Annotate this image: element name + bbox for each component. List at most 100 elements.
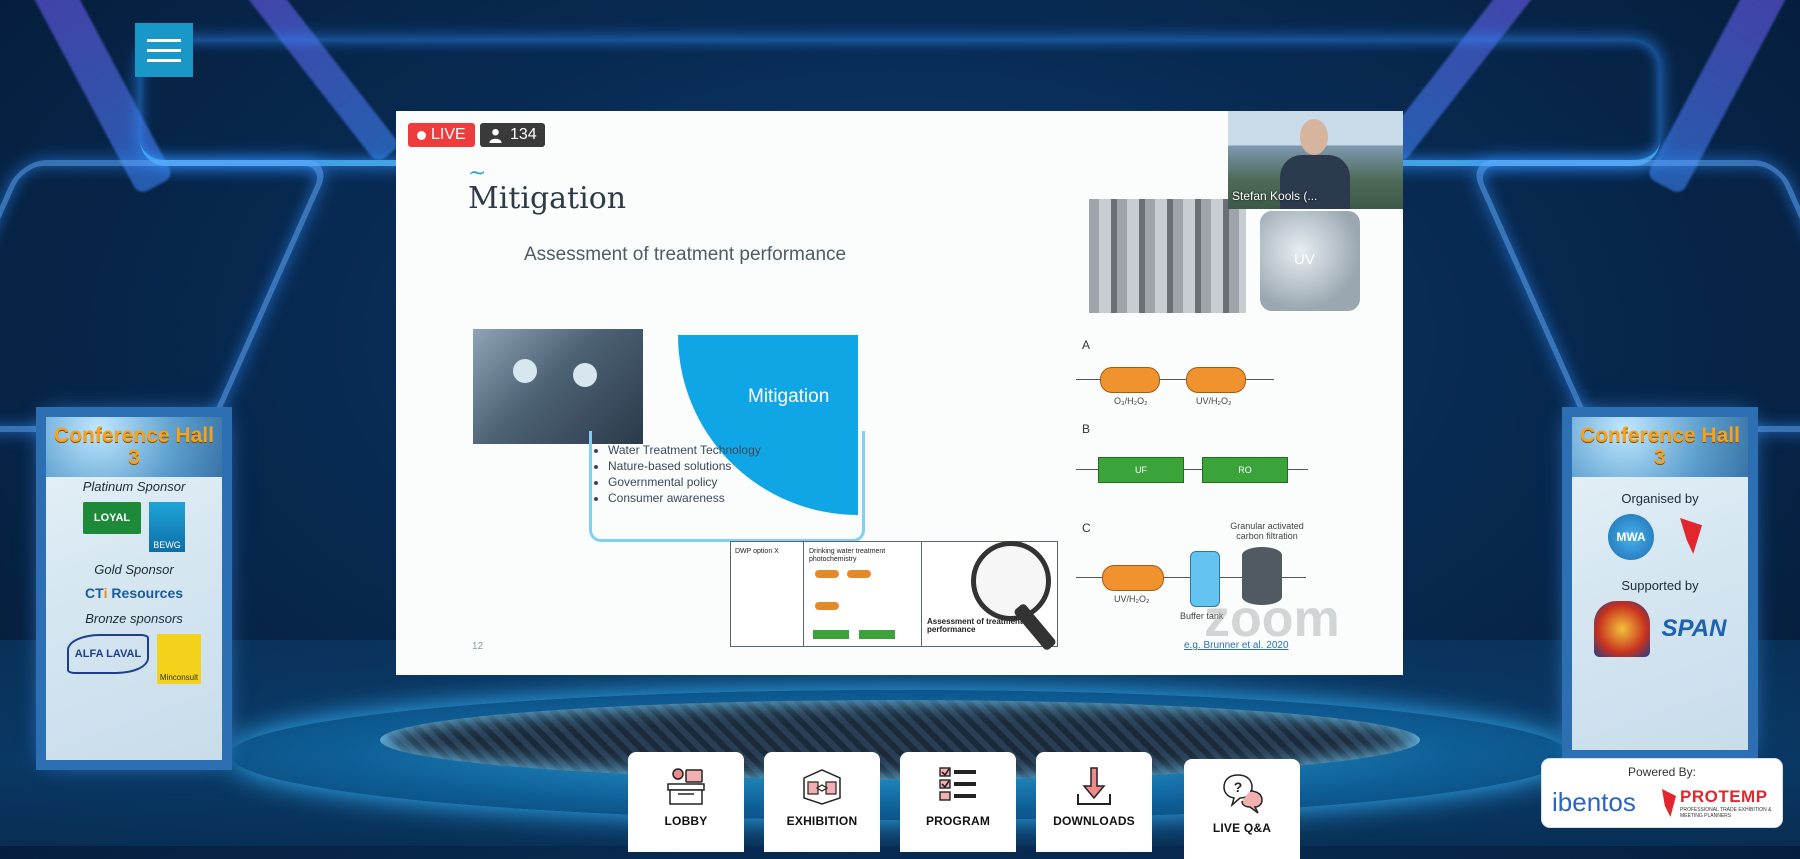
viewer-count: 134 [510, 126, 537, 143]
process-unit-label: O₃/H₂O₂ [1114, 396, 1148, 406]
cti-logo-text: i [103, 585, 108, 601]
protemp-logo[interactable] [1672, 514, 1712, 560]
live-label: LIVE [431, 126, 466, 143]
flow-text: DWP option X [735, 548, 779, 555]
flow-text: Drinking water treatment photochemistry [809, 548, 886, 563]
slide-photo-workers [473, 329, 643, 444]
powered-by-title: Powered By: [1627, 765, 1697, 779]
government-crest-logo[interactable] [1593, 601, 1650, 657]
magnifier-icon [971, 541, 1051, 621]
loyal-logo[interactable]: LOYAL [83, 502, 141, 534]
process-c-label: C [1082, 521, 1091, 535]
protemp-logo[interactable]: PROTEMP PROFESSIONAL TRADE EXHIBITION & … [1662, 787, 1774, 823]
nav-label: LOBBY [664, 814, 708, 828]
banner-decoration [46, 417, 222, 477]
live-dot-icon [417, 130, 426, 140]
bewg-logo[interactable]: BEWG [149, 502, 185, 552]
slide-bullet: Governmental policy [608, 474, 761, 490]
process-unit [1102, 565, 1164, 591]
cti-resources-logo[interactable]: CTi Resources [85, 585, 183, 601]
flow-unit [813, 630, 849, 639]
uv-label: UV [1294, 251, 1315, 268]
process-unit-label: Buffer tank [1180, 611, 1224, 621]
download-icon [1077, 767, 1111, 805]
live-video-player[interactable]: ~ Mitigation Assessment of treatment per… [396, 111, 1403, 675]
process-granular-label: Granular activated carbon filtration [1230, 521, 1304, 541]
left-sponsor-banner: Conference Hall 3 Platinum Sponsor LOYAL… [46, 417, 222, 760]
speaker-head [1300, 119, 1328, 155]
speaker-name: Stefan Kools (... [1232, 189, 1318, 203]
gold-sponsor-label: Gold Sponsor [94, 562, 174, 577]
flow-stage-input: DWP option X [731, 542, 804, 646]
platinum-sponsor-label: Platinum Sponsor [82, 479, 186, 494]
banner-title: Conference Hall 3 [54, 424, 214, 469]
alfa-laval-logo[interactable]: ALFA LAVAL [67, 634, 149, 674]
nav-label: DOWNLOADS [1053, 814, 1135, 828]
nav-label: EXHIBITION [786, 814, 858, 828]
flow-unit [859, 630, 895, 639]
zoom-watermark: zoom [1204, 590, 1340, 648]
process-line [1076, 379, 1274, 380]
slide-mitigation-label: Mitigation [748, 386, 830, 407]
cti-logo-text: Resources [107, 585, 184, 601]
speaker-camera-thumbnail[interactable]: Stefan Kools (... [1228, 111, 1403, 209]
speaker-body [1280, 155, 1350, 209]
right-organiser-banner: Conference Hall 3 Organised by MWA Suppo… [1572, 417, 1748, 750]
organised-by-label: Organised by [1621, 491, 1699, 506]
flow-unit [847, 570, 871, 578]
process-unit [1190, 551, 1220, 607]
process-unit: UF [1098, 457, 1184, 483]
ibentos-logo[interactable]: ibentos [1552, 787, 1636, 817]
nav-label: LIVE Q&A [1212, 821, 1272, 835]
flow-text: Assessment of treatment performance [927, 617, 1023, 634]
hamburger-icon-bar [147, 48, 181, 52]
svg-text:?: ? [1234, 779, 1243, 795]
user-icon [489, 128, 502, 143]
nav-downloads-button[interactable]: DOWNLOADS [1036, 752, 1152, 852]
supported-by-label: Supported by [1621, 578, 1699, 593]
nav-exhibition-button[interactable]: EXHIBITION [764, 752, 880, 852]
mwa-logo[interactable]: MWA [1608, 514, 1654, 560]
exhibition-booth-icon [803, 769, 841, 805]
process-a-label: A [1082, 338, 1091, 352]
process-unit-label: UV/H₂O₂ [1114, 594, 1150, 604]
flow-unit [815, 570, 839, 578]
process-b-label: B [1082, 422, 1091, 436]
slide-subtitle: Assessment of treatment performance [524, 244, 847, 265]
minconsult-logo[interactable]: Minconsult [157, 634, 201, 684]
process-unit [1242, 547, 1282, 605]
chat-question-icon: ? [1223, 774, 1263, 814]
nav-label: PROGRAM [925, 814, 991, 828]
process-unit [1186, 367, 1246, 393]
slide-bullet: Nature-based solutions [608, 458, 761, 474]
live-badge: LIVE [408, 123, 475, 147]
span-logo[interactable]: SPAN [1661, 615, 1727, 642]
banner-title: Conference Hall 3 [1580, 424, 1740, 469]
background-neon-frame [1467, 160, 1800, 432]
protemp-mark-icon [1662, 789, 1676, 817]
background-neon-frame [0, 160, 333, 432]
hamburger-menu-button[interactable] [135, 23, 193, 77]
slide-photo-machines [1089, 199, 1246, 313]
slide-bullet: Water Treatment Technology [608, 442, 761, 458]
platinum-sponsor-logos: LOYAL BEWG [46, 502, 222, 552]
bronze-sponsor-logos: ALFA LAVAL Minconsult [46, 634, 222, 684]
powered-by-panel: Powered By: ibentos PROTEMP PROFESSIONAL… [1542, 759, 1782, 827]
banner-decoration [1572, 417, 1748, 477]
nav-live-qa-button[interactable]: ? LIVE Q&A [1184, 759, 1300, 859]
slide-photo-uv: UV [1260, 211, 1360, 311]
nav-program-button[interactable]: PROGRAM [900, 752, 1016, 852]
hamburger-icon-bar [147, 58, 181, 62]
flow-stage-treatment: Drinking water treatment photochemistry [803, 542, 922, 646]
slide-bullet-list: Water Treatment Technology Nature-based … [596, 442, 761, 506]
protemp-tagline: PROFESSIONAL TRADE EXHIBITION & MEETING … [1680, 807, 1772, 819]
hamburger-icon-bar [147, 38, 181, 42]
slide-title: Mitigation [468, 181, 627, 216]
protemp-wordmark: PROTEMP [1680, 787, 1768, 806]
process-unit: RO [1202, 457, 1288, 483]
slide-citation: e.g. Brunner et al. 2020 [1184, 640, 1289, 651]
nav-lobby-button[interactable]: LOBBY [628, 752, 744, 852]
process-unit-label: UV/H₂O₂ [1196, 396, 1232, 406]
flow-unit [815, 602, 839, 610]
checklist-icon [939, 767, 976, 801]
